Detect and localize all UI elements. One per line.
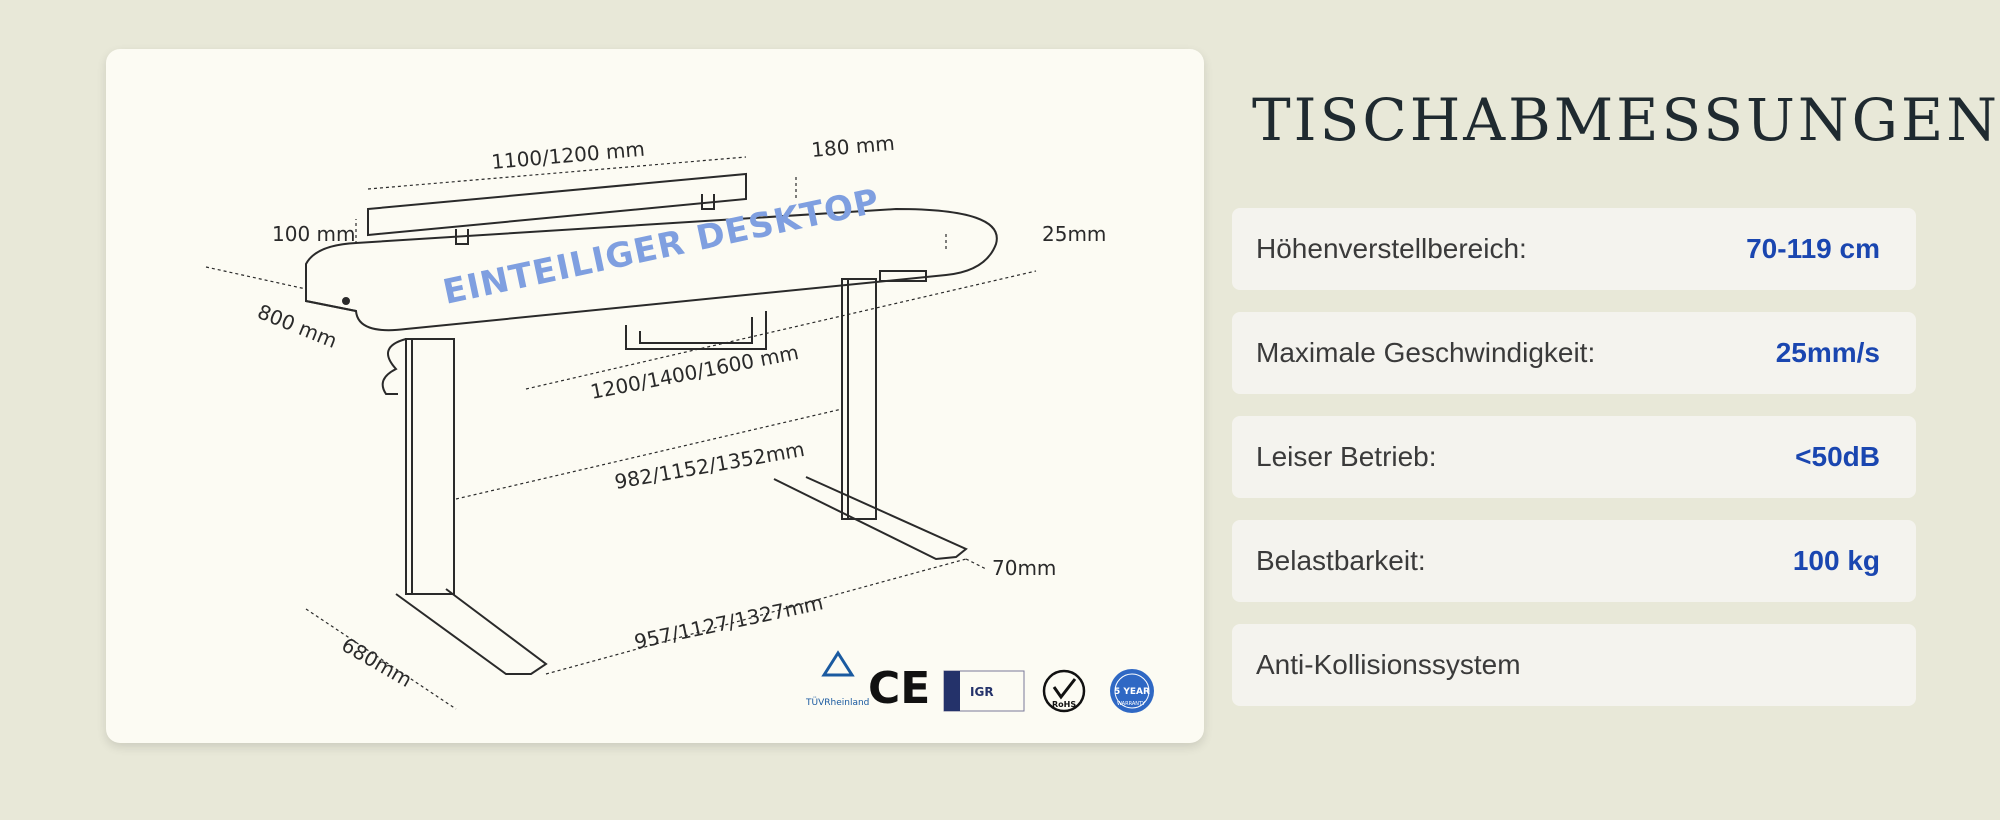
spec-label: Maximale Geschwindigkeit:	[1256, 337, 1596, 368]
spec-row-height-range: Höhenverstellbereich: 70-119 cm	[1232, 208, 1916, 290]
igr-logo: IGR	[943, 670, 1025, 712]
ce-logo: CE	[868, 663, 930, 714]
spec-value: <50dB	[1795, 441, 1880, 472]
spec-label: Leiser Betrieb:	[1256, 441, 1437, 472]
dim-frame-inner: 982/1152/1352mm	[613, 437, 807, 494]
spec-label: Anti-Kollisionssystem	[1256, 649, 1521, 680]
desktop-watermark: EINTEILIGER DESKTOP	[440, 181, 884, 313]
headphone-hook	[381, 338, 407, 395]
svg-text:5 YEAR: 5 YEAR	[1114, 687, 1150, 697]
dim-shelf-height: 100 mm	[272, 222, 356, 246]
dim-depth: 800 mm	[254, 299, 340, 353]
spec-label: Belastbarkeit:	[1256, 545, 1426, 576]
left-leg	[405, 338, 455, 595]
product-diagram-card: EINTEILIGER DESKTOP 1100/1200 mm 180 mm …	[106, 49, 1204, 743]
left-foot	[395, 588, 548, 675]
control-panel	[879, 270, 927, 282]
svg-text:IGR: IGR	[970, 685, 994, 699]
svg-text:TÜVRheinland: TÜVRheinland	[805, 697, 869, 708]
shelf-leg-right	[701, 194, 715, 210]
shelf-outline	[367, 172, 747, 237]
warranty-badge: 5 YEAR WARRANTY	[1110, 669, 1154, 713]
dim-foot-span: 957/1127/1327mm	[632, 590, 825, 653]
tuv-logo: TÜVRheinland	[805, 650, 869, 708]
svg-text:RoHS: RoHS	[1052, 700, 1076, 709]
spec-row-noise: Leiser Betrieb: <50dB	[1232, 416, 1916, 498]
svg-text:WARRANTY: WARRANTY	[1117, 701, 1146, 707]
page-title: TISCHABMESSUNGEN	[1252, 86, 2000, 154]
spec-value: 25mm/s	[1775, 337, 1880, 368]
dim-shelf-width: 1100/1200 mm	[490, 137, 645, 174]
dim-foot-height: 70mm	[992, 556, 1056, 580]
spec-row-anti-collision: Anti-Kollisionssystem	[1232, 624, 1916, 706]
right-leg	[841, 278, 877, 520]
spec-value: 100 kg	[1792, 545, 1880, 576]
desktop-outline	[305, 207, 998, 332]
rohs-logo: RoHS	[1042, 669, 1086, 713]
dim-top-thickness: 25mm	[1042, 222, 1106, 246]
drawer-outline	[625, 311, 767, 350]
desk-diagram: EINTEILIGER DESKTOP 1100/1200 mm 180 mm …	[205, 131, 1154, 714]
spec-value: 70-119 cm	[1746, 233, 1880, 264]
spec-row-load: Belastbarkeit: 100 kg	[1232, 520, 1916, 602]
spec-label: Höhenverstellbereich:	[1256, 233, 1527, 264]
dim-shelf-depth: 180 mm	[810, 131, 895, 162]
right-foot	[773, 476, 968, 561]
spec-row-speed: Maximale Geschwindigkeit: 25mm/s	[1232, 312, 1916, 394]
dim-foot-length: 680mm	[338, 633, 417, 692]
